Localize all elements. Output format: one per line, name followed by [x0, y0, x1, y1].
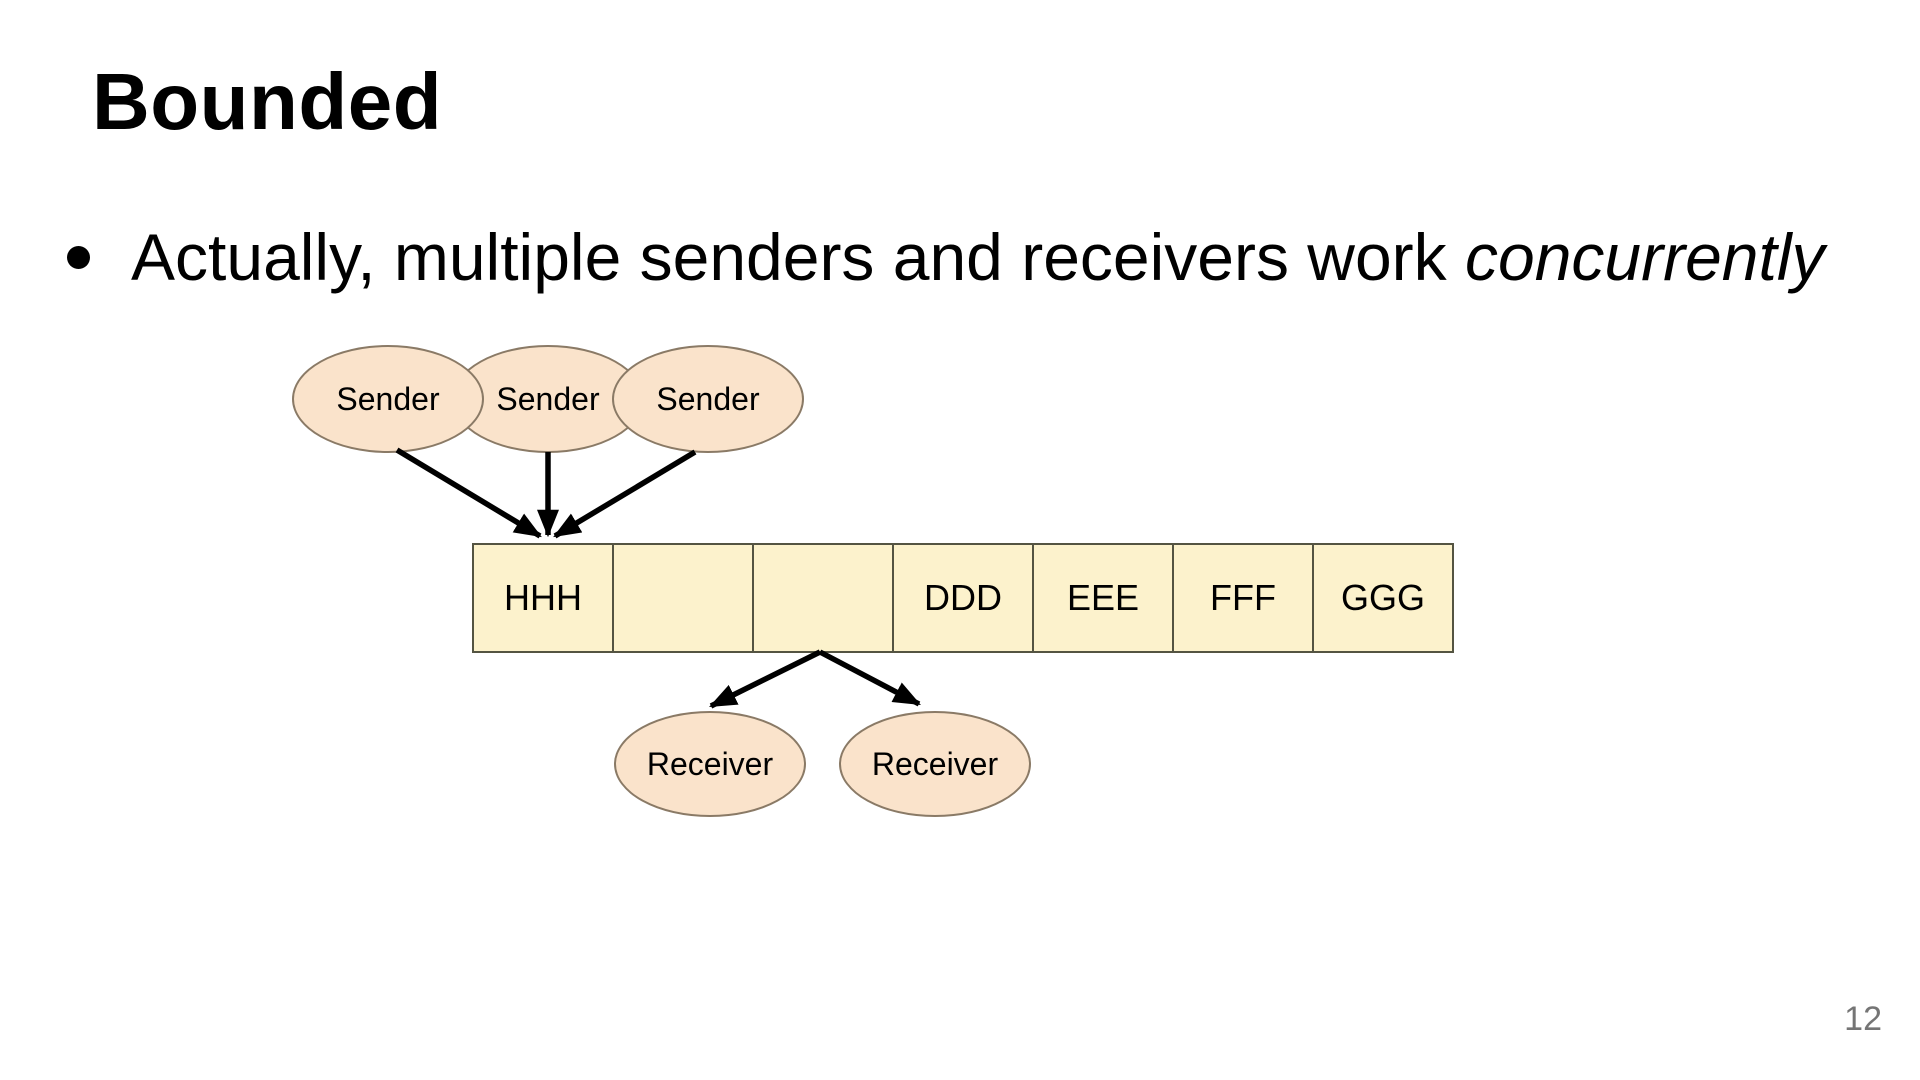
buffer-cell-1: HHH [474, 545, 614, 651]
buffer-cell-label-4: DDD [924, 577, 1002, 618]
sender-label-2: Sender [496, 380, 600, 417]
buffer-cell-3 [754, 545, 894, 651]
arrow-buffer-to-receiver2 [818, 649, 921, 707]
buffer-cell-4: DDD [894, 545, 1034, 651]
arrow-buffer-to-receiver1 [709, 649, 822, 709]
bullet-text-italic: concurrently [1465, 220, 1825, 294]
slide-title: Bounded [92, 57, 443, 146]
buffer-cell-2 [614, 545, 754, 651]
bullet-dot-icon [67, 245, 90, 269]
buffer-queue: HHH DDD EEE FFF GGG [472, 543, 1454, 653]
sender-label-3: Sender [656, 380, 760, 417]
receiver-ellipse-1: Receiver [614, 711, 806, 817]
buffer-cell-6: FFF [1174, 545, 1314, 651]
buffer-cell-5: EEE [1034, 545, 1174, 651]
buffer-cell-label-7: GGG [1340, 577, 1425, 618]
buffer-cell-label-1: HHH [504, 577, 582, 618]
bullet-line: Actually, multiple senders and receivers… [67, 224, 1825, 290]
bullet-text-normal: Actually, multiple senders and receivers… [131, 220, 1465, 294]
arrow-sender1-to-buffer [395, 447, 542, 539]
sender-ellipse-1: Sender [292, 345, 484, 453]
sender-ellipse-3: Sender [612, 345, 804, 453]
arrow-sender3-to-buffer [553, 449, 697, 539]
buffer-cell-7: GGG [1314, 545, 1452, 651]
receiver-label-2: Receiver [871, 745, 999, 782]
sender-label-1: Sender [336, 380, 440, 417]
buffer-cell-label-6: FFF [1210, 577, 1276, 618]
buffer-cell-label-5: EEE [1066, 577, 1140, 618]
receiver-label-1: Receiver [646, 745, 774, 782]
bullet-text: Actually, multiple senders and receivers… [131, 224, 1825, 290]
receiver-ellipse-2: Receiver [839, 711, 1031, 817]
page-number: 12 [1844, 1000, 1882, 1038]
